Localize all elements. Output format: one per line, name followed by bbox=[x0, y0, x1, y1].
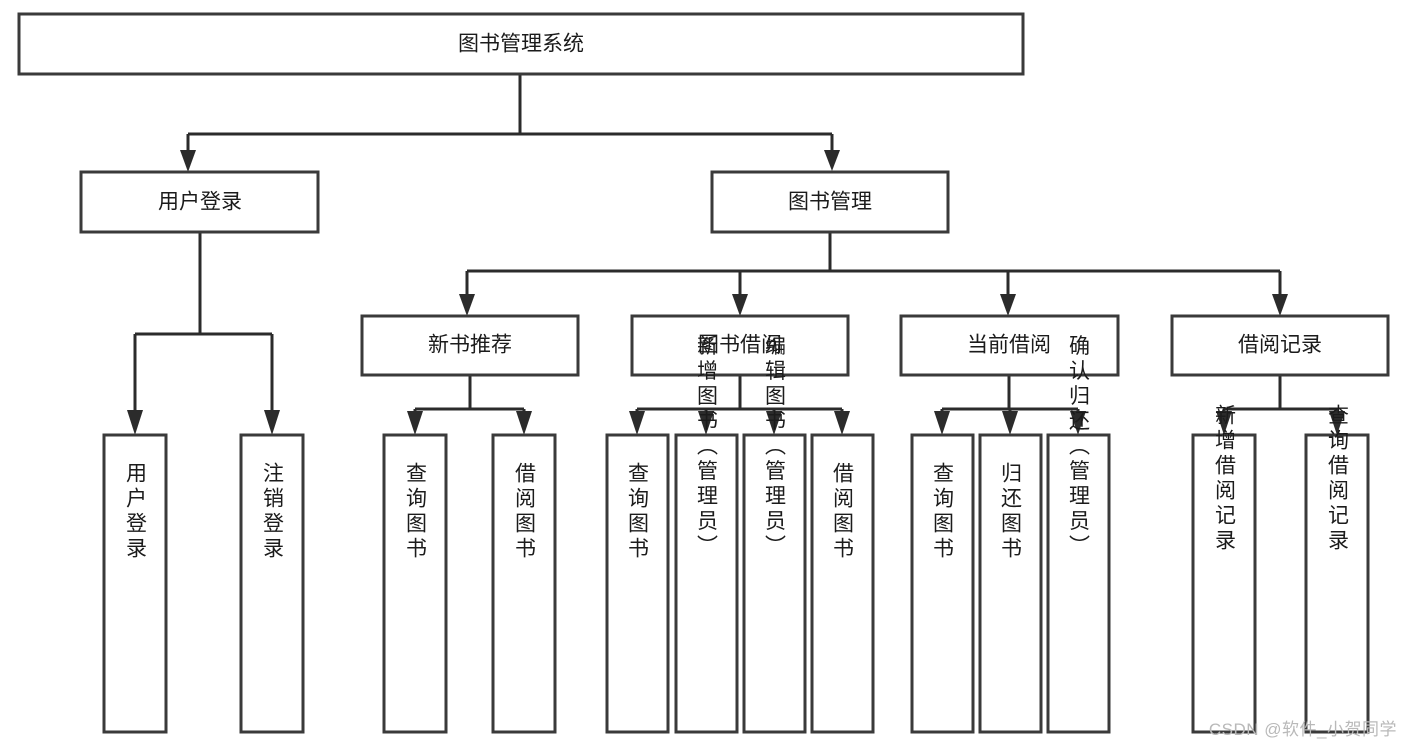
leaf-node-query-book-current[interactable]: 查询图书 bbox=[910, 433, 975, 734]
node-book-management[interactable]: 图书管理 bbox=[710, 170, 950, 234]
node-user-login-label: 用户登录 bbox=[158, 191, 242, 214]
arrow-bookmgmt-to-record bbox=[1272, 294, 1288, 316]
leaf-node-query-borrow-record[interactable]: 查询借阅记录 bbox=[1304, 404, 1370, 734]
leaf-node-edit-book-admin-label: 编辑图书（管理员） bbox=[763, 335, 787, 560]
leaf-node-add-borrow-record-box[interactable] bbox=[1191, 433, 1257, 734]
node-current-borrow-label: 当前借阅 bbox=[967, 334, 1051, 357]
leaf-node-user-login-label: 用户登录 bbox=[124, 462, 148, 562]
leaf-node-query-borrow-record-label: 查询借阅记录 bbox=[1326, 404, 1350, 554]
node-user-login[interactable]: 用户登录 bbox=[79, 170, 320, 234]
arrow-borrow-leaf-2 bbox=[698, 411, 714, 435]
arrow-record-leaf-2 bbox=[1329, 411, 1345, 435]
leaf-node-query-book-newbook-label: 查询图书 bbox=[404, 462, 428, 562]
arrow-current-leaf-2 bbox=[1002, 411, 1018, 435]
arrow-userlogin-leaf-2 bbox=[264, 410, 280, 435]
node-new-book-recommend-label: 新书推荐 bbox=[428, 334, 512, 357]
node-current-borrow[interactable]: 当前借阅 bbox=[899, 314, 1120, 377]
leaf-node-logout-label: 注销登录 bbox=[261, 462, 285, 562]
arrow-current-leaf-1 bbox=[934, 411, 950, 435]
leaf-node-user-login[interactable]: 用户登录 bbox=[102, 433, 168, 734]
leaf-node-add-book-admin[interactable]: 新增图书（管理员） bbox=[674, 335, 739, 734]
arrow-newbook-leaf-1 bbox=[407, 411, 423, 435]
arrow-userlogin-leaf-1 bbox=[127, 410, 143, 435]
leaf-node-borrow-book-borrow-label: 借阅图书 bbox=[831, 462, 855, 562]
leaf-node-borrow-book-newbook-box[interactable] bbox=[491, 433, 557, 734]
leaf-node-query-book-newbook[interactable]: 查询图书 bbox=[382, 433, 448, 734]
arrow-record-leaf-1 bbox=[1216, 411, 1232, 435]
leaf-node-query-book-newbook-box[interactable] bbox=[382, 433, 448, 734]
leaf-node-add-borrow-record[interactable]: 新增借阅记录 bbox=[1191, 404, 1257, 734]
leaf-node-user-login-box[interactable] bbox=[102, 433, 168, 734]
leaf-node-return-book-label: 归还图书 bbox=[999, 462, 1023, 562]
leaf-node-return-book-box[interactable] bbox=[978, 433, 1043, 734]
node-borrow-record-box[interactable] bbox=[1170, 314, 1390, 377]
node-current-borrow-box[interactable] bbox=[899, 314, 1120, 377]
leaf-node-confirm-return-admin-label: 确认归还（管理员） bbox=[1067, 335, 1091, 560]
leaf-node-edit-book-admin[interactable]: 编辑图书（管理员） bbox=[742, 335, 807, 734]
node-root-system-box[interactable] bbox=[17, 12, 1025, 76]
leaf-node-query-book-borrow[interactable]: 查询图书 bbox=[605, 433, 670, 734]
node-book-management-label: 图书管理 bbox=[788, 191, 872, 214]
arrow-newbook-leaf-2 bbox=[516, 411, 532, 435]
node-root-system-label: 图书管理系统 bbox=[458, 33, 584, 56]
arrow-bookmgmt-to-borrow bbox=[732, 294, 748, 316]
leaf-node-query-book-borrow-label: 查询图书 bbox=[626, 462, 650, 562]
leaf-node-borrow-book-newbook[interactable]: 借阅图书 bbox=[491, 433, 557, 734]
leaf-node-query-book-current-label: 查询图书 bbox=[931, 462, 955, 562]
arrow-bookmgmt-to-current bbox=[1000, 294, 1016, 316]
leaf-node-edit-book-admin-box[interactable] bbox=[742, 433, 807, 734]
node-book-borrow-box[interactable] bbox=[630, 314, 850, 377]
leaf-node-return-book[interactable]: 归还图书 bbox=[978, 433, 1043, 734]
leaf-node-confirm-return-admin[interactable]: 确认归还（管理员） bbox=[1046, 335, 1111, 734]
leaf-node-add-borrow-record-label: 新增借阅记录 bbox=[1213, 404, 1237, 554]
node-new-book-recommend[interactable]: 新书推荐 bbox=[360, 314, 580, 377]
leaf-node-borrow-book-borrow[interactable]: 借阅图书 bbox=[810, 433, 875, 734]
arrow-borrow-leaf-1 bbox=[629, 411, 645, 435]
leaf-node-borrow-book-borrow-box[interactable] bbox=[810, 433, 875, 734]
node-book-borrow-label: 图书借阅 bbox=[698, 334, 782, 357]
arrow-bookmgmt-to-new-book bbox=[459, 294, 475, 316]
arrow-borrow-leaf-4 bbox=[834, 411, 850, 435]
node-borrow-record[interactable]: 借阅记录 bbox=[1170, 314, 1390, 377]
arrow-borrow-leaf-3 bbox=[766, 411, 782, 435]
leaf-node-query-book-borrow-box[interactable] bbox=[605, 433, 670, 734]
leaf-node-add-book-admin-box[interactable] bbox=[674, 433, 739, 734]
leaf-node-query-book-current-box[interactable] bbox=[910, 433, 975, 734]
arrow-root-to-user-login bbox=[180, 150, 196, 172]
connector-layer bbox=[127, 74, 1345, 435]
node-user-login-box[interactable] bbox=[79, 170, 320, 234]
node-borrow-record-label: 借阅记录 bbox=[1238, 334, 1322, 357]
leaf-node-borrow-book-newbook-label: 借阅图书 bbox=[513, 462, 537, 562]
leaf-node-logout-box[interactable] bbox=[239, 433, 305, 734]
node-book-borrow[interactable]: 图书借阅 bbox=[630, 314, 850, 377]
node-book-management-box[interactable] bbox=[710, 170, 950, 234]
leaf-node-confirm-return-admin-box[interactable] bbox=[1046, 433, 1111, 734]
node-new-book-recommend-box[interactable] bbox=[360, 314, 580, 377]
arrow-root-to-book-mgmt bbox=[824, 150, 840, 171]
node-root-system[interactable]: 图书管理系统 bbox=[17, 12, 1025, 76]
arrow-current-leaf-3 bbox=[1070, 411, 1086, 435]
leaf-node-add-book-admin-label: 新增图书（管理员） bbox=[695, 335, 719, 560]
leaf-node-logout[interactable]: 注销登录 bbox=[239, 433, 305, 734]
leaf-node-query-borrow-record-box[interactable] bbox=[1304, 433, 1370, 734]
